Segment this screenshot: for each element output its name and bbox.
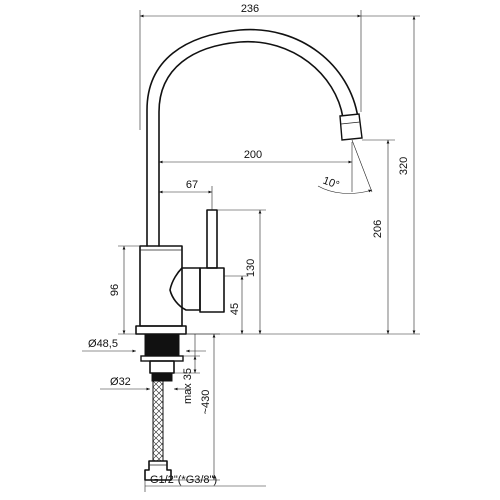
label-hose-length: ~430 bbox=[200, 390, 212, 415]
dim-angle-10 bbox=[317, 185, 373, 194]
diameter-symbol: Ø bbox=[88, 338, 97, 350]
label-max-thickness: max 35 bbox=[182, 368, 194, 404]
label-body-to-lever: 67 bbox=[186, 179, 198, 191]
dimension-lines bbox=[82, 10, 420, 492]
base-flange bbox=[135, 325, 187, 335]
label-thread: G1/2"(*G3/8") bbox=[150, 474, 217, 486]
diameter-symbol: Ø bbox=[110, 376, 119, 388]
faucet-outline bbox=[135, 28, 363, 481]
label-spout-height: 206 bbox=[372, 220, 384, 238]
braided-hose bbox=[152, 380, 164, 462]
aerator bbox=[339, 113, 363, 141]
lever-handle bbox=[206, 209, 218, 269]
spout-inner-edge bbox=[158, 40, 344, 247]
label-lever-height: 130 bbox=[245, 259, 257, 277]
spout-outer-edge bbox=[146, 28, 359, 247]
label-overall-width: 236 bbox=[241, 3, 259, 15]
aerator-ring bbox=[340, 121, 361, 125]
lever-hub bbox=[199, 267, 225, 313]
label-spout-reach: 200 bbox=[244, 149, 262, 161]
label-handle-height: 45 bbox=[229, 303, 241, 315]
label-spout-angle: 10° bbox=[321, 175, 341, 192]
shank-thread bbox=[151, 372, 173, 382]
lever-connector bbox=[169, 267, 201, 311]
body-cylinder bbox=[139, 245, 183, 327]
label-shank-diameter: Ø32 bbox=[110, 376, 131, 388]
dimension-labels: 236 200 67 10° 320 206 130 45 96 Ø48,5 Ø… bbox=[88, 3, 410, 486]
mounting-nut bbox=[144, 333, 180, 357]
label-body-height: 96 bbox=[109, 284, 121, 296]
label-base-diameter: Ø48,5 bbox=[88, 338, 118, 350]
shank-top bbox=[149, 360, 175, 374]
label-height-total: 320 bbox=[398, 157, 410, 175]
